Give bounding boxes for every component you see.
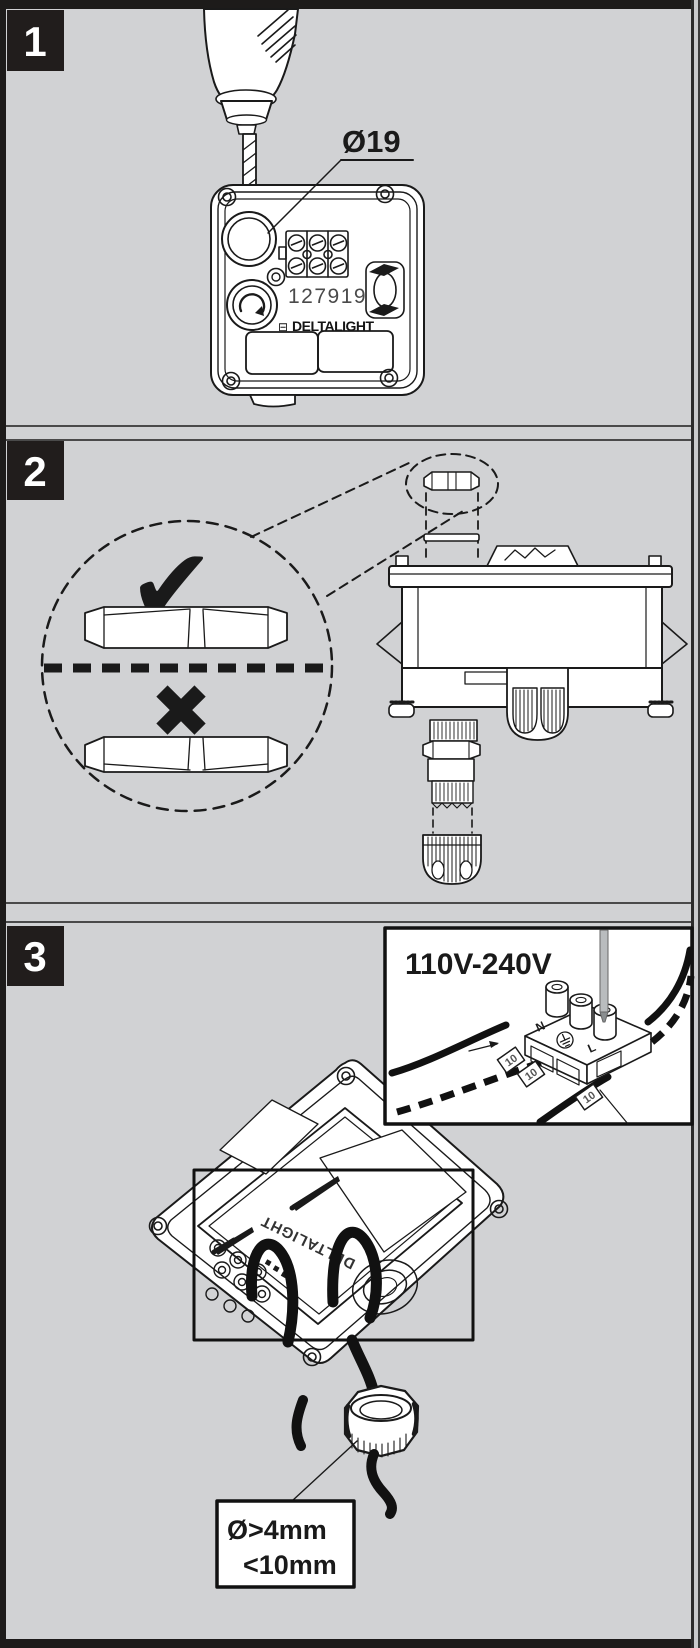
magnifier-leader-bottom (326, 510, 464, 597)
small-fixing-hole (266, 267, 286, 287)
inset-wiring-detail: 110V-240V (383, 926, 695, 1126)
wire-live (536, 1073, 612, 1126)
wire-pointer-arrowhead (489, 1041, 499, 1048)
strip-tag-2: 10 (523, 1066, 540, 1083)
step-badges: 1 2 3 (7, 10, 64, 986)
step-1-badge (7, 10, 64, 71)
magnifier-circle (40, 519, 334, 813)
step-1-panel: 127919 ⊟ DELTALIGHT Ø19 (203, 8, 425, 408)
step-3-badge (7, 926, 64, 986)
frame-top (0, 0, 694, 9)
gland-nut-on-device (423, 471, 480, 491)
driver-box-side-illustration (376, 545, 688, 741)
gland-nut-correct (84, 606, 288, 649)
gland-nut-wrong (84, 736, 288, 773)
cable-size-callout: Ø>4mm <10mm (215, 1499, 356, 1589)
step-2-badge (7, 441, 64, 500)
divider-1-2-b (6, 439, 691, 441)
frame-bottom (0, 1639, 700, 1648)
strip-length-tags: 10 10 10 (496, 1046, 604, 1111)
mounting-clip (486, 545, 579, 567)
divider-2-3-a (6, 902, 691, 904)
frame-left (0, 0, 6, 1648)
wire-exit-dashed (649, 975, 695, 1045)
hole-diameter-label: Ø19 (342, 124, 401, 159)
brand-mark-icon: ⊟ (278, 320, 288, 334)
gland-exploded-illustration (422, 719, 482, 885)
brand-name-label: DELTALIGHT (292, 318, 375, 334)
terminal-screws (287, 234, 348, 275)
voltage-label: 110V-240V (405, 948, 552, 981)
bottom-compartment-right (317, 330, 394, 373)
terminal-cylinders (545, 980, 617, 1041)
cable-diameter-max-label: <10mm (243, 1550, 337, 1580)
magnifier-leader-top (250, 462, 410, 538)
twin-cable-gland (506, 667, 569, 741)
hole-diameter-callout: Ø19 (267, 124, 414, 234)
cable-gland-nut-illustration (343, 1384, 420, 1519)
brand-logo: ⊟ DELTALIGHT (278, 318, 375, 334)
cable-entry-hole-knockout (226, 279, 278, 331)
divider-1-2-a (6, 425, 691, 427)
earth-icon (556, 1031, 574, 1049)
foot-right (647, 703, 674, 718)
side-latch-detail (365, 261, 405, 319)
step-3-panel: DELTALIGHT (148, 926, 695, 1589)
gland-washer (423, 533, 480, 542)
wire-neutral (388, 1021, 510, 1077)
step-1-number: 1 (23, 18, 46, 65)
corner-holes (148, 1066, 509, 1367)
side-tab-left (376, 621, 403, 665)
frame-right-outer (698, 0, 700, 1648)
strip-tag-3: 10 (581, 1089, 598, 1106)
open-junction-box-illustration: DELTALIGHT (148, 1059, 509, 1451)
bottom-tab (249, 394, 296, 408)
cable-diameter-min-label: Ø>4mm (227, 1515, 327, 1545)
junction-box-front-illustration: 127919 ⊟ DELTALIGHT (210, 184, 425, 408)
terminal-block-illustration: N L (524, 980, 652, 1086)
step-2-panel: ✔ ✖ (40, 453, 688, 885)
wire-through-gland (366, 1449, 397, 1519)
side-tab-right (661, 621, 688, 665)
terminal-block-front (278, 230, 349, 278)
zoom-target-ellipse (405, 453, 499, 515)
highlight-rectangle (192, 1168, 475, 1342)
step-3-number: 3 (23, 933, 46, 980)
frame-right-gap (694, 0, 698, 1648)
wire-earth (396, 1053, 560, 1116)
strip-tag-1: 10 (503, 1052, 520, 1069)
foot-left (388, 703, 415, 718)
step-2-number: 2 (23, 448, 46, 495)
product-code-label: 127919 (288, 285, 367, 308)
corner-screw-holes (217, 184, 399, 391)
divider-2-3-b (6, 921, 691, 923)
cable-size-leader (291, 1440, 358, 1502)
cable-entry-hole-drilled (221, 211, 277, 267)
screwdriver-icon (599, 929, 609, 1023)
wire-exit-solid (644, 946, 694, 1026)
wire-stub-below-box (291, 1395, 308, 1451)
frame-right-inner (691, 0, 694, 1648)
